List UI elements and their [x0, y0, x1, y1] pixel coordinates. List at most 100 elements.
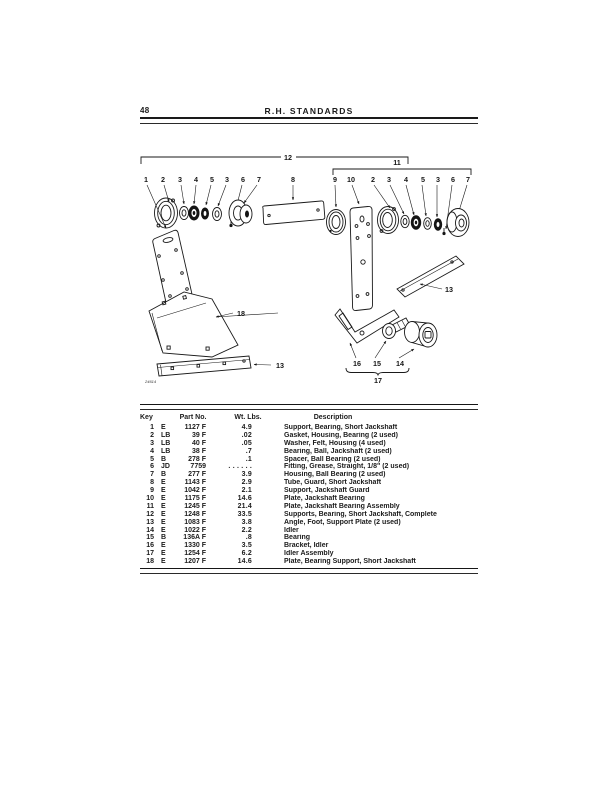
cell-key: 5 — [150, 455, 154, 463]
table-bottom-rule — [140, 568, 478, 575]
cell-part-prefix: E — [161, 487, 166, 495]
table-row: 18 E 1207 F 14.6 Plate, Bearing Support,… — [140, 558, 478, 566]
part-16-bracket — [334, 308, 400, 344]
part-8-tube — [262, 200, 326, 225]
cell-description: Washer, Felt, Housing (4 used) — [284, 439, 386, 447]
part-7-housing-left — [228, 199, 253, 227]
table-row: 16 E 1330 F 3.5 Bracket, Idler — [140, 542, 478, 550]
header-rule — [140, 117, 478, 124]
callout-16: 16 — [353, 359, 361, 368]
cell-part-number: 40 F — [191, 439, 206, 447]
cell-key: 8 — [150, 479, 154, 487]
callout-13-bottom: 13 — [276, 361, 284, 370]
callout-2-left: 2 — [161, 175, 165, 184]
callout-14: 14 — [396, 359, 404, 368]
callout-7-left: 7 — [257, 175, 261, 184]
cell-key: 12 — [146, 510, 154, 518]
part-10-plate — [349, 206, 373, 311]
cell-key: 4 — [150, 447, 154, 455]
cell-key: 14 — [146, 526, 154, 534]
part-2-flange-right — [377, 206, 399, 234]
part-6-grease-fitting-right — [442, 228, 446, 236]
part-14-idler — [404, 321, 438, 348]
callout-17: 17 — [374, 376, 382, 385]
figure-number: 24614 — [144, 379, 157, 384]
cell-weight: 21.4 — [237, 502, 252, 510]
cell-weight: 6.2 — [241, 550, 252, 558]
callout-5-left: 5 — [210, 175, 214, 184]
callout-13-top: 13 — [445, 285, 453, 294]
cell-description: Bearing — [284, 534, 311, 542]
col-header-description: Description — [313, 414, 353, 421]
cell-description: Angle, Foot, Support Plate (2 used) — [284, 518, 401, 526]
cell-description: Spacer, Ball Bearing (2 used) — [284, 455, 381, 463]
part-3-washer-left-1 — [179, 206, 189, 220]
cell-part-number: 38 F — [191, 447, 206, 455]
part-6-grease-fitting-left — [229, 220, 233, 228]
callout-18: 18 — [237, 309, 245, 318]
cell-key: 7 — [150, 471, 154, 479]
cell-part-prefix: E — [161, 510, 166, 518]
table-row: 14 E 1022 F 2.2 Idler — [140, 527, 478, 535]
cell-key: 9 — [150, 487, 154, 495]
cell-part-number: 278 F — [188, 455, 206, 463]
assembly-brace-11: 11 — [332, 158, 472, 175]
callout-4-left: 4 — [194, 175, 198, 184]
table-row: 3 LB 40 F .05 Washer, Felt, Housing (4 u… — [140, 440, 478, 448]
part-15-bearing — [382, 317, 411, 339]
assembly-brace-12: 12 — [140, 153, 409, 164]
cell-description: Plate, Jackshaft Bearing — [284, 495, 365, 503]
part-3-washer-left-2 — [212, 207, 222, 221]
part-2-flange-left — [154, 197, 178, 229]
idler-assembly-callouts: 16 15 14 17 — [345, 340, 415, 385]
part-18-plate: 18 — [148, 291, 279, 358]
cell-part-number: 1127 F — [184, 424, 206, 431]
cell-part-prefix: E — [161, 424, 166, 431]
cell-part-prefix: E — [161, 518, 166, 526]
cell-part-prefix: E — [161, 550, 166, 558]
cell-key: 3 — [150, 439, 154, 447]
callout-15: 15 — [373, 359, 381, 368]
cell-part-number: 7759 — [190, 463, 206, 471]
table-row: 9 E 1042 F 2.1 Support, Jackshaft Guard — [140, 487, 478, 495]
callout-1: 1 — [144, 175, 148, 184]
part-13-angle-top: 13 — [396, 255, 465, 298]
table-row: 15 B 136A F .8 Bearing — [140, 534, 478, 542]
cell-description: Gasket, Housing, Bearing (2 used) — [284, 431, 398, 439]
cell-part-prefix: LB — [161, 439, 171, 447]
table-row: 11 E 1245 F 21.4 Plate, Jackshaft Bearin… — [140, 503, 478, 511]
cell-part-number: 1248 F — [184, 510, 206, 518]
cell-part-prefix: B — [161, 455, 167, 463]
cell-part-number: 1254 F — [184, 550, 206, 558]
col-header-part-no: Part No. — [179, 414, 207, 421]
table-row: 12 E 1248 F 33.5 Supports, Bearing, Shor… — [140, 511, 478, 519]
col-header-wt: Wt. Lbs. — [234, 414, 262, 421]
cell-description: Idler Assembly — [284, 550, 334, 558]
table-row: 6 JD 7759 . . . . . . Fitting, Grease, S… — [140, 463, 478, 471]
cell-part-prefix: E — [161, 479, 166, 487]
col-header-key: Key — [140, 414, 153, 421]
cell-weight: 33.5 — [237, 510, 252, 518]
table-row: 10 E 1175 F 14.6 Plate, Jackshaft Bearin… — [140, 495, 478, 503]
cell-description: Fitting, Grease, Straight, 1/8" (2 used) — [284, 463, 410, 471]
table-row: 4 LB 38 F .7 Bearing, Ball, Jackshaft (2… — [140, 448, 478, 456]
cell-key: 1 — [150, 424, 154, 431]
callout-2-right: 2 — [371, 175, 375, 184]
cell-key: 11 — [146, 502, 154, 510]
callout-arrows — [146, 184, 468, 230]
callout-7-right: 7 — [466, 175, 470, 184]
cell-part-prefix: E — [161, 558, 166, 566]
cell-description: Bracket, Idler — [284, 542, 329, 550]
table-row: 5 B 278 F .1 Spacer, Ball Bearing (2 use… — [140, 456, 478, 464]
cell-part-prefix: JD — [161, 463, 170, 471]
cell-weight: .7 — [245, 447, 252, 455]
cell-part-number: 1207 F — [184, 558, 206, 566]
callout-9: 9 — [333, 175, 337, 184]
table-row: 8 E 1143 F 2.9 Tube, Guard, Short Jacksh… — [140, 479, 478, 487]
part-13-angle-bottom: 13 — [156, 355, 284, 377]
cell-weight: .05 — [241, 439, 252, 447]
cell-weight: 3.9 — [241, 471, 252, 479]
cell-part-prefix: E — [161, 542, 166, 550]
cell-part-number: 1175 F — [184, 495, 206, 503]
cell-part-prefix: E — [161, 495, 166, 503]
